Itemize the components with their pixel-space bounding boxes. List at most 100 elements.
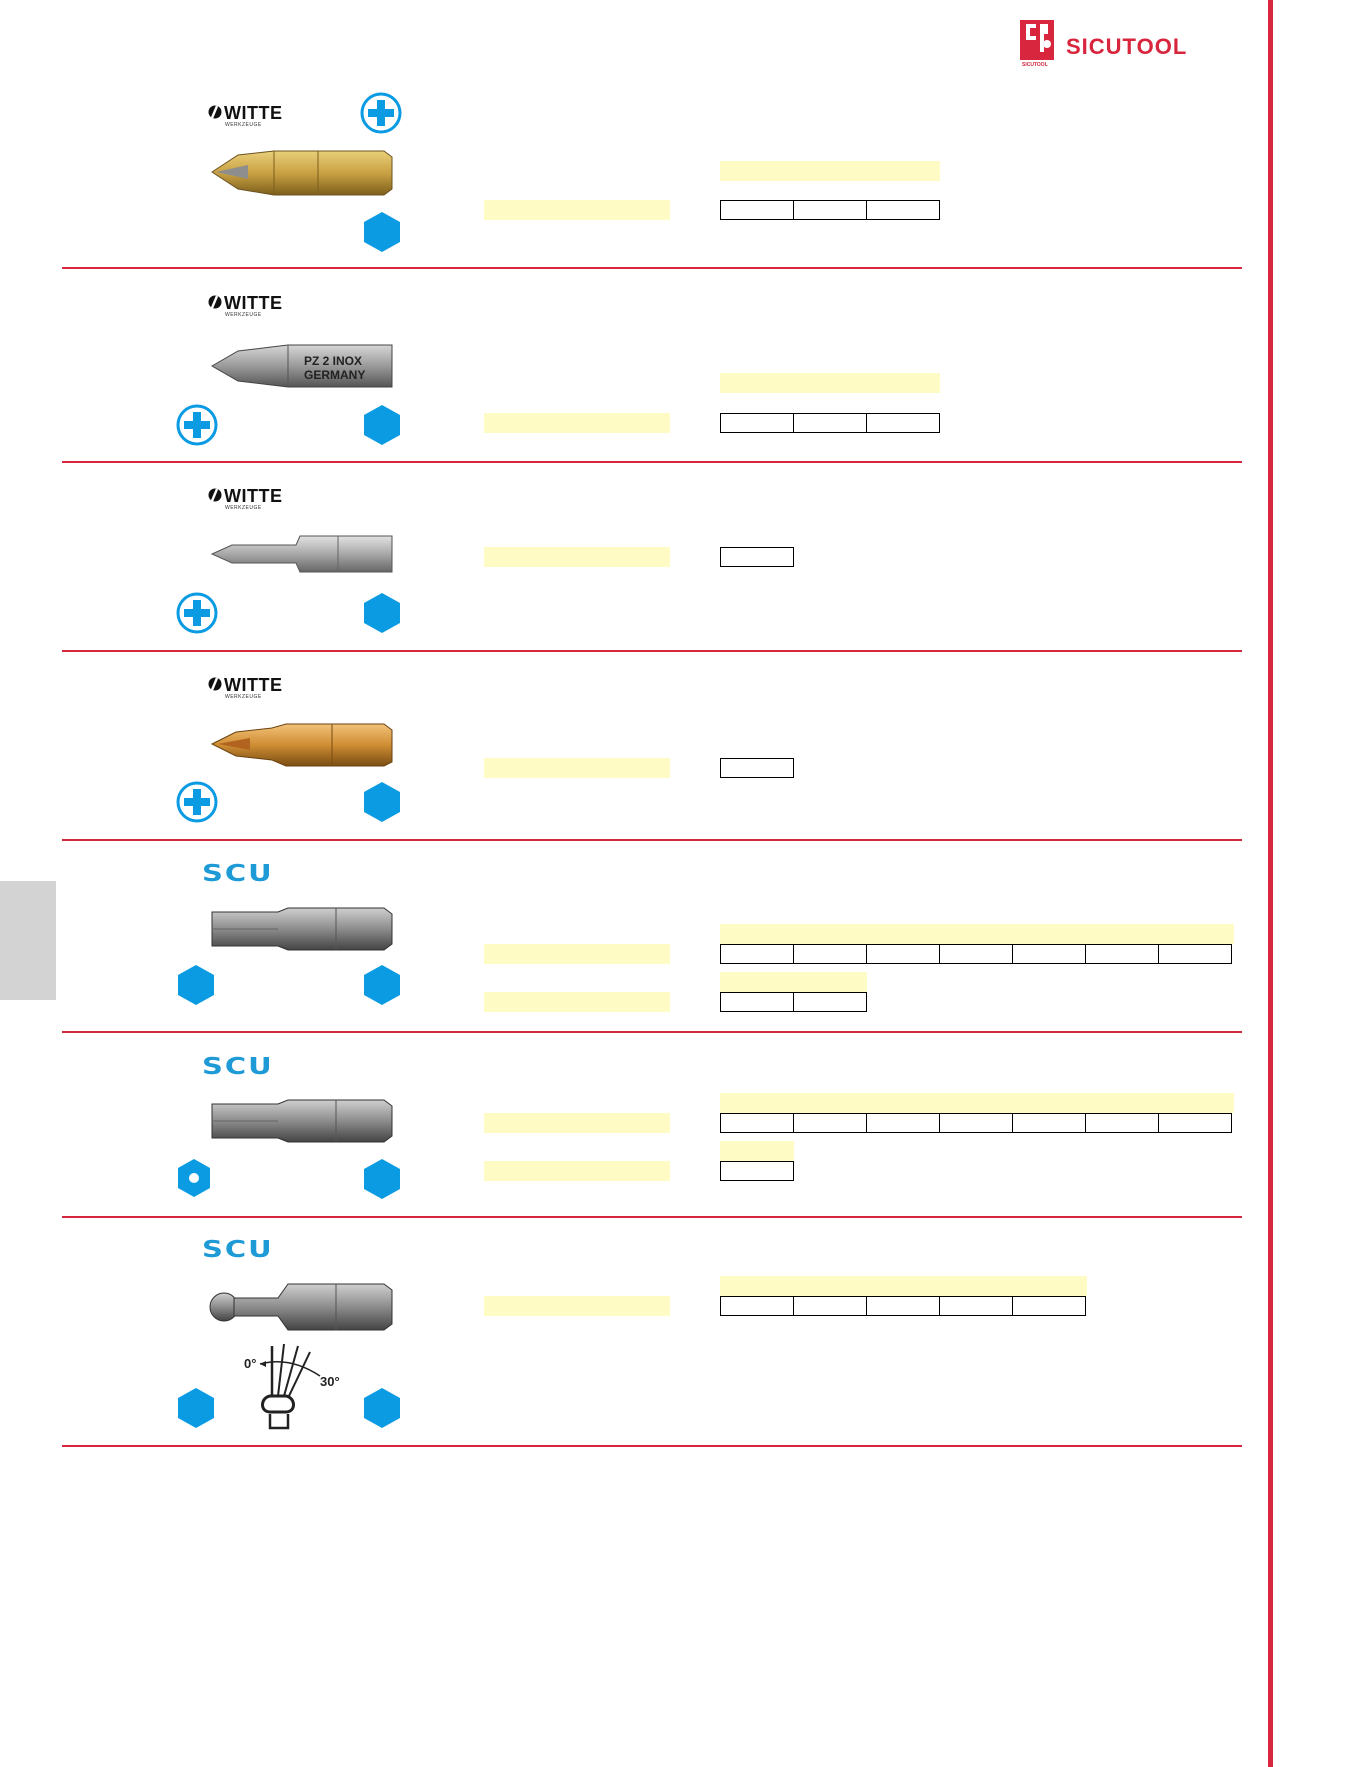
spec-label-field [484, 992, 670, 1012]
witte-emblem-icon [208, 488, 222, 502]
size-cell [1158, 1113, 1232, 1133]
hex-drive-icon [364, 1159, 400, 1199]
spec-label-field [484, 547, 670, 567]
size-cell [866, 944, 940, 964]
spec-label-field [484, 413, 670, 433]
spec-label-field [484, 758, 670, 778]
divider [62, 1031, 1242, 1033]
spec-label-field [484, 200, 670, 220]
size-cells [720, 1161, 794, 1181]
size-header-field [720, 924, 1234, 944]
section-tab [0, 881, 56, 1000]
size-cells [720, 200, 940, 220]
phillips-drive-icon [360, 92, 402, 134]
hex-socket-icon [178, 1159, 210, 1197]
witte-logo: WITTE WERKZEUGE [208, 103, 283, 128]
size-cell [1085, 1113, 1159, 1133]
size-header-field [720, 1276, 1087, 1296]
scu-logo: SCU [202, 859, 274, 887]
size-cells [720, 1113, 1232, 1133]
bit-image [211, 907, 393, 951]
size-cell [939, 1113, 1013, 1133]
hex-drive-icon [178, 965, 214, 1005]
size-header-field [720, 972, 867, 992]
witte-logo: WITTE WERKZEUGE [208, 294, 283, 318]
divider [62, 461, 1242, 463]
size-cells [720, 758, 794, 778]
brand-name: WITTE [224, 486, 283, 506]
size-cell [793, 200, 867, 220]
witte-emblem-icon [208, 105, 222, 119]
size-cell [866, 1296, 940, 1316]
size-cell [720, 1296, 794, 1316]
divider [62, 1445, 1242, 1447]
size-cell [720, 547, 794, 567]
witte-logo: WITTE WERKZEUGE [208, 486, 283, 511]
hex-drive-icon [178, 1388, 214, 1428]
logo-wordmark: SICUTOOL [1066, 34, 1188, 59]
bit-engraving: GERMANY [304, 368, 365, 382]
size-cell [866, 1113, 940, 1133]
size-cell [720, 1113, 794, 1133]
bit-image [210, 535, 393, 573]
size-cells [720, 992, 867, 1012]
size-cell [1012, 944, 1086, 964]
brand-subtitle: WERKZEUGE [225, 122, 262, 128]
size-cell [720, 992, 794, 1012]
size-cell [720, 758, 794, 778]
hex-drive-icon [364, 405, 400, 445]
brand-subtitle: WERKZEUGE [225, 694, 262, 700]
hex-drive-icon [364, 593, 400, 633]
right-margin-rule [1268, 0, 1273, 1767]
size-cells [720, 547, 794, 567]
size-header-field [720, 161, 940, 181]
size-cell [866, 413, 940, 433]
brand-subtitle: WERKZEUGE [225, 312, 262, 318]
phillips-drive-icon [176, 404, 218, 446]
size-cells [720, 413, 940, 433]
spec-label-field [484, 1296, 670, 1316]
hex-drive-icon [364, 212, 400, 252]
spec-label-field [484, 1161, 670, 1181]
bit-image [210, 723, 393, 767]
hex-drive-icon [364, 965, 400, 1005]
hex-drive-icon [364, 1388, 400, 1428]
sicutool-logo: SICUTOOL SICUTOOL [1020, 20, 1210, 70]
bit-image [209, 1283, 393, 1331]
divider [62, 1216, 1242, 1218]
divider [62, 839, 1242, 841]
hex-drive-icon [364, 782, 400, 822]
angle-min-label: 0° [244, 1356, 256, 1371]
bit-engraving: PZ 2 INOX [304, 354, 362, 368]
size-cell [720, 1161, 794, 1181]
size-cell [1012, 1113, 1086, 1133]
witte-emblem-icon [208, 295, 222, 309]
phillips-drive-icon [176, 592, 218, 634]
angle-max-label: 30° [320, 1374, 340, 1389]
size-cell [866, 200, 940, 220]
bit-image: PZ 2 INOX GERMANY [210, 344, 393, 388]
bit-image [211, 150, 393, 196]
brand-name: WITTE [224, 675, 283, 695]
size-cell [793, 992, 867, 1012]
size-header-field [720, 373, 940, 393]
size-header-field [720, 1141, 794, 1161]
brand-name: WITTE [224, 103, 283, 123]
spec-label-field [484, 944, 670, 964]
size-cell [1012, 1296, 1086, 1316]
size-cells [720, 1296, 1086, 1316]
size-cell [720, 944, 794, 964]
scu-logo: SCU [202, 1052, 274, 1080]
size-cell [939, 1296, 1013, 1316]
size-cells [720, 944, 1232, 964]
size-cell [1158, 944, 1232, 964]
size-cell [793, 413, 867, 433]
scu-logo: SCU [202, 1235, 274, 1263]
witte-emblem-icon [208, 677, 222, 691]
size-cell [793, 1296, 867, 1316]
divider [62, 650, 1242, 652]
phillips-drive-icon [176, 781, 218, 823]
divider [62, 267, 1242, 269]
size-cell [720, 413, 794, 433]
size-header-field [720, 1093, 1234, 1113]
